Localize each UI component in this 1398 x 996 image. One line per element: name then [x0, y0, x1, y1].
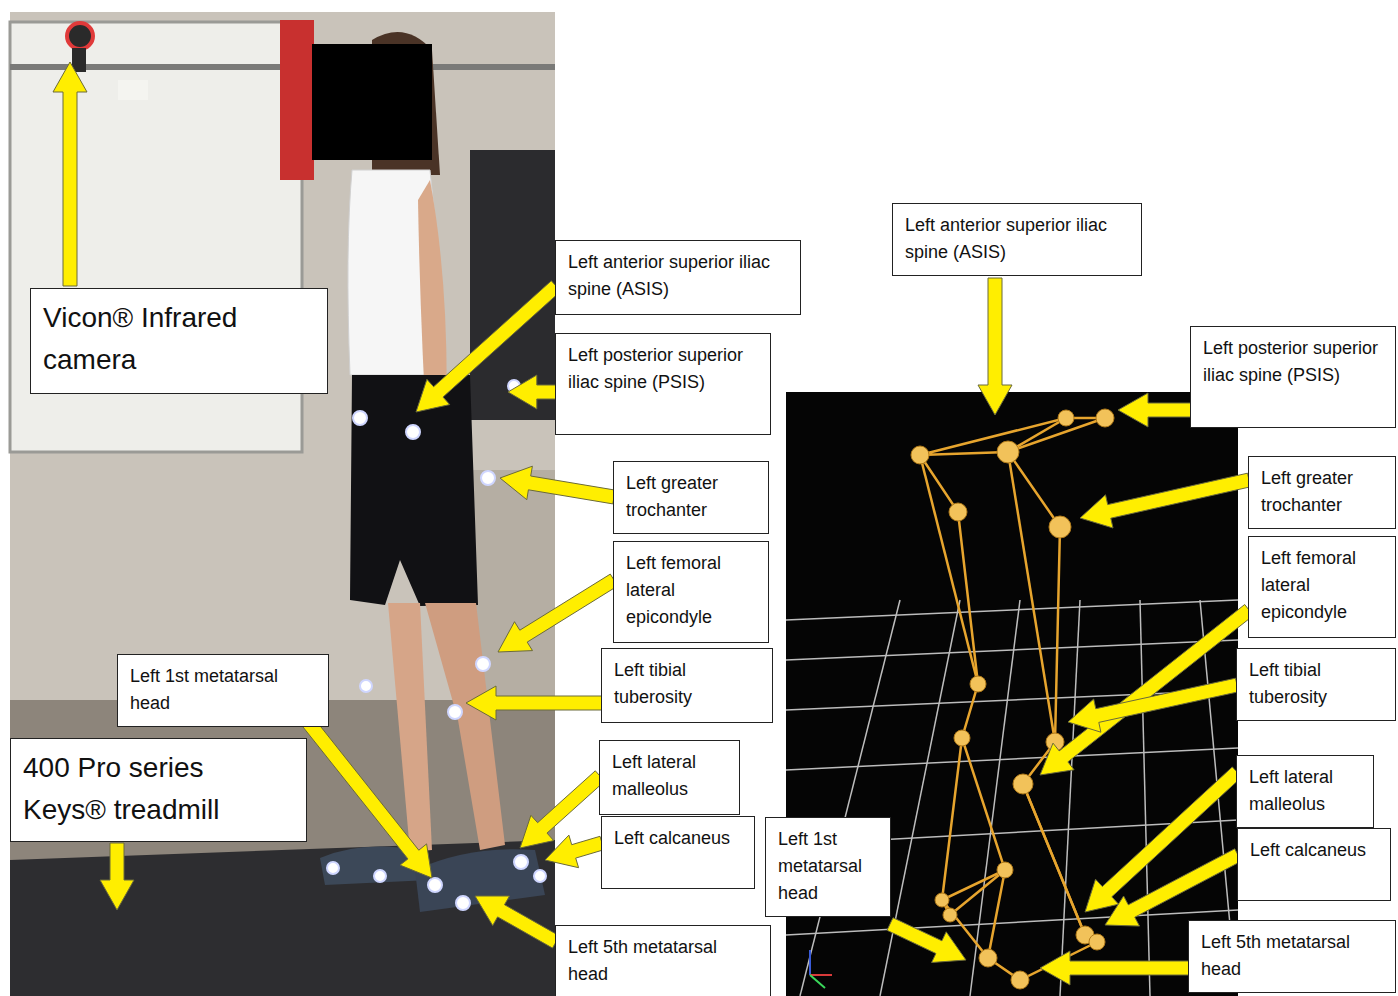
callout-box: Left calcaneus — [601, 816, 755, 889]
leader-arrow — [498, 574, 618, 652]
callout-box: Left tibial tuberosity — [601, 648, 773, 723]
leader-arrow — [475, 896, 560, 948]
callout-text: 400 Pro series Keys® treadmill — [23, 747, 294, 831]
callout-box: Left greater trochanter — [613, 461, 769, 534]
callout-text: Left posterior superior iliac spine (PSI… — [568, 342, 758, 396]
right-leg — [388, 603, 432, 852]
red-tag — [280, 20, 314, 180]
callout-box: Left femoral lateral epicondyle — [613, 541, 769, 643]
callout-box: Left 1st metatarsal head — [765, 817, 891, 917]
axis-gizmo — [810, 950, 832, 988]
callout-box: Left anterior superior iliac spine (ASIS… — [892, 203, 1142, 276]
leader-arrow — [1105, 849, 1241, 926]
monitor — [470, 150, 555, 420]
callout-text: Left femoral lateral epicondyle — [626, 550, 756, 631]
callout-box: Left posterior superior iliac spine (PSI… — [1190, 326, 1396, 428]
leader-arrow — [1040, 951, 1189, 985]
leader-arrow — [1080, 473, 1251, 528]
leader-arrow — [303, 718, 433, 878]
leader-arrow — [466, 686, 602, 720]
leader-arrow — [1068, 678, 1239, 732]
leader-arrow — [500, 466, 615, 504]
callout-text: Left greater trochanter — [1261, 465, 1383, 519]
leader-arrow — [100, 843, 134, 910]
leader-arrow — [978, 278, 1012, 415]
callout-text: Left lateral malleolus — [612, 749, 727, 803]
callout-text: Left anterior superior iliac spine (ASIS… — [568, 249, 788, 303]
callout-box: Left 5th metatarsal head — [555, 925, 771, 996]
face-mask — [312, 44, 432, 160]
callout-text: Left anterior superior iliac spine (ASIS… — [905, 212, 1129, 266]
callout-text: Left lateral malleolus — [1249, 764, 1361, 818]
callout-box: 400 Pro series Keys® treadmill — [10, 738, 307, 842]
callout-box: Left femoral lateral epicondyle — [1248, 536, 1396, 638]
callout-text: Left posterior superior iliac spine (PSI… — [1203, 335, 1383, 389]
callout-box: Left lateral malleolus — [1236, 755, 1374, 828]
callout-text: Left tibial tuberosity — [614, 657, 760, 711]
treadmill — [10, 840, 555, 996]
callout-box: Left lateral malleolus — [599, 740, 740, 815]
callout-text: Left femoral lateral epicondyle — [1261, 545, 1383, 626]
leader-arrow — [545, 835, 604, 868]
shorts — [350, 375, 478, 606]
callout-text: Left tibial tuberosity — [1249, 657, 1383, 711]
camera-tag — [118, 80, 148, 100]
callout-text: Vicon® Infrared camera — [43, 297, 315, 381]
callout-text: Left calcaneus — [614, 825, 742, 852]
callout-box: Left 5th metatarsal head — [1188, 920, 1396, 993]
leader-arrow — [416, 281, 561, 412]
photo-background — [10, 12, 555, 996]
leader-arrow — [887, 918, 966, 963]
callout-box: Left posterior superior iliac spine (PSI… — [555, 333, 771, 435]
callout-box: Left calcaneus — [1237, 828, 1391, 901]
left-leg — [425, 603, 505, 850]
callout-box: Left tibial tuberosity — [1236, 648, 1396, 721]
callout-box: Left greater trochanter — [1248, 456, 1396, 529]
leader-arrow — [53, 62, 87, 286]
floor-grid — [786, 600, 1238, 996]
vicon-camera — [67, 23, 93, 49]
callout-text: Left greater trochanter — [626, 470, 756, 524]
leader-arrow — [508, 375, 556, 409]
callout-box: Left anterior superior iliac spine (ASIS… — [555, 240, 801, 315]
callout-text: Left 5th metatarsal head — [568, 934, 758, 988]
skeleton-markers — [911, 409, 1114, 989]
leader-arrow — [520, 771, 605, 848]
leader-arrow — [1040, 605, 1253, 776]
callout-text: Left 5th metatarsal head — [1201, 929, 1383, 983]
callout-text: Left 1st metatarsal head — [778, 826, 878, 907]
callout-text: Left 1st metatarsal head — [130, 663, 316, 717]
skeleton-lines — [920, 418, 1105, 980]
leader-arrow — [1118, 393, 1191, 427]
callout-box: Vicon® Infrared camera — [30, 288, 328, 394]
callout-text: Left calcaneus — [1250, 837, 1378, 864]
callout-box: Left 1st metatarsal head — [117, 654, 329, 727]
